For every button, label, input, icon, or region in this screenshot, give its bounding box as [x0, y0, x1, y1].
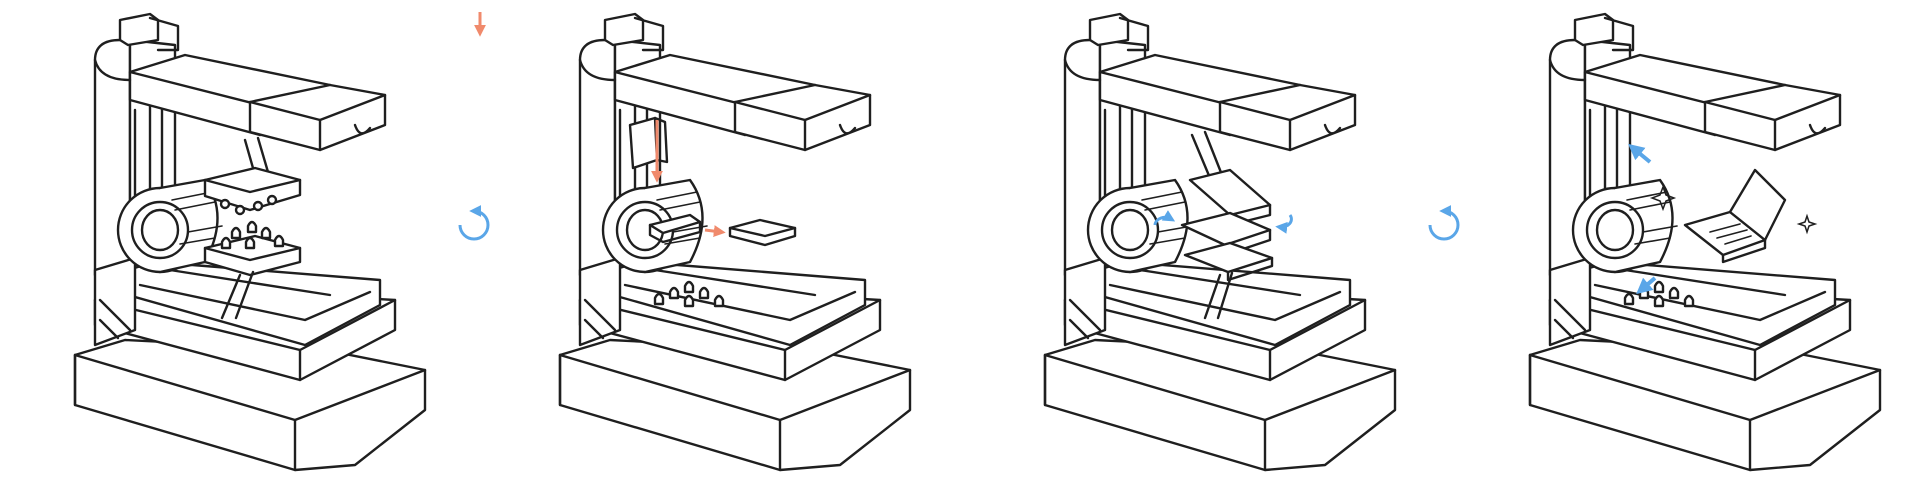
panel-step-1: [73, 12, 427, 472]
sparkle-icon: [1649, 184, 1677, 212]
panel-step-2: [458, 12, 912, 472]
rotate-icon: [458, 205, 490, 241]
rotate-icon: [1153, 210, 1176, 226]
arrow-up-left-icon: [1628, 143, 1652, 164]
arrow-up-left-icon: [1636, 276, 1657, 295]
panel-step-3: [1043, 12, 1397, 472]
sparkle-icon: [1796, 213, 1818, 235]
rotate-icon: [1428, 205, 1460, 241]
panel-step-4: [1428, 12, 1882, 472]
rotate-icon: [1275, 214, 1293, 234]
arrow-right-icon: [704, 225, 726, 238]
